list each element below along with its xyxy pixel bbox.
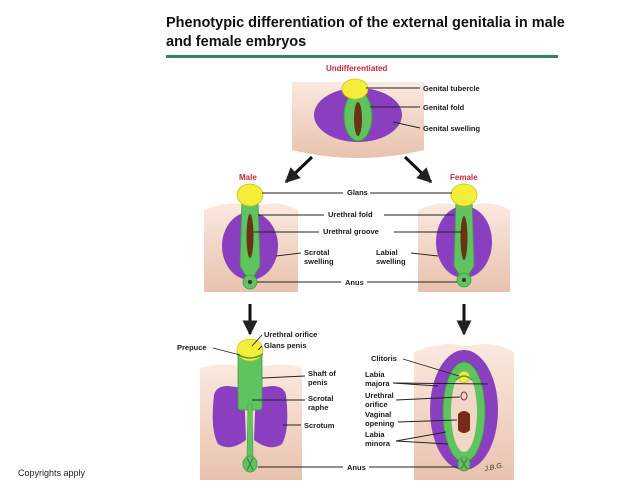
- label-labia-majora: Labia: [365, 370, 385, 379]
- copyright-notice: Copyrights apply: [18, 468, 86, 478]
- label-scrotal-raphe: Scrotal: [308, 394, 333, 403]
- header-undifferentiated: Undifferentiated: [326, 64, 387, 73]
- female-adult-figure: [414, 344, 514, 480]
- male-adult-figure: [200, 338, 302, 480]
- artist-signature: J.B.G.: [483, 462, 505, 473]
- label-genital-tubercle: Genital tubercle: [423, 84, 480, 93]
- undifferentiated-figure: [292, 78, 424, 158]
- label-anus-middle: Anus: [345, 278, 364, 287]
- arrow-to-female: [403, 155, 433, 184]
- header-female: Female: [450, 173, 478, 182]
- page-title: Phenotypic differentiation of the extern…: [166, 15, 565, 50]
- label-anus-bottom: Anus: [347, 463, 366, 472]
- label-urethral-fold: Urethral fold: [328, 210, 373, 219]
- label-labial-swelling-2: swelling: [376, 257, 406, 266]
- label-labia-minora: Labia: [365, 430, 385, 439]
- label-glans-penis: Glans penis: [264, 341, 307, 350]
- title-underline: [166, 55, 558, 58]
- male-middle-figure: [204, 183, 298, 292]
- label-urethral-groove: Urethral groove: [323, 227, 379, 236]
- label-genital-swelling: Genital swelling: [423, 124, 481, 133]
- label-clitoris: Clitoris: [371, 354, 397, 363]
- label-urethral-orifice-female-2: orifice: [365, 400, 388, 409]
- label-prepuce: Prepuce: [177, 343, 207, 352]
- label-vaginal-opening: Vaginal: [365, 410, 391, 419]
- genital-tubercle-shape: [341, 78, 369, 100]
- label-scrotal-raphe-2: raphe: [308, 403, 328, 412]
- label-vaginal-opening-2: opening: [365, 419, 395, 428]
- label-scrotum: Scrotum: [304, 421, 335, 430]
- label-glans: Glans: [347, 188, 368, 197]
- label-urethral-orifice-male: Urethral orifice: [264, 330, 317, 339]
- arrow-to-male: [284, 155, 314, 184]
- label-scrotal-swelling-2: swelling: [304, 257, 334, 266]
- label-genital-fold: Genital fold: [423, 103, 465, 112]
- label-labia-majora-2: majora: [365, 379, 390, 388]
- label-shaft-of-penis: Shaft of: [308, 369, 336, 378]
- label-scrotal-swelling: Scrotal: [304, 248, 329, 257]
- undiff-groove: [354, 102, 362, 136]
- label-labia-minora-2: minora: [365, 439, 391, 448]
- label-shaft-of-penis-2: penis: [308, 378, 328, 387]
- header-male: Male: [239, 173, 257, 182]
- label-labial-swelling: Labial: [376, 248, 398, 257]
- label-urethral-orifice-female: Urethral: [365, 391, 394, 400]
- female-middle-figure: [418, 183, 510, 292]
